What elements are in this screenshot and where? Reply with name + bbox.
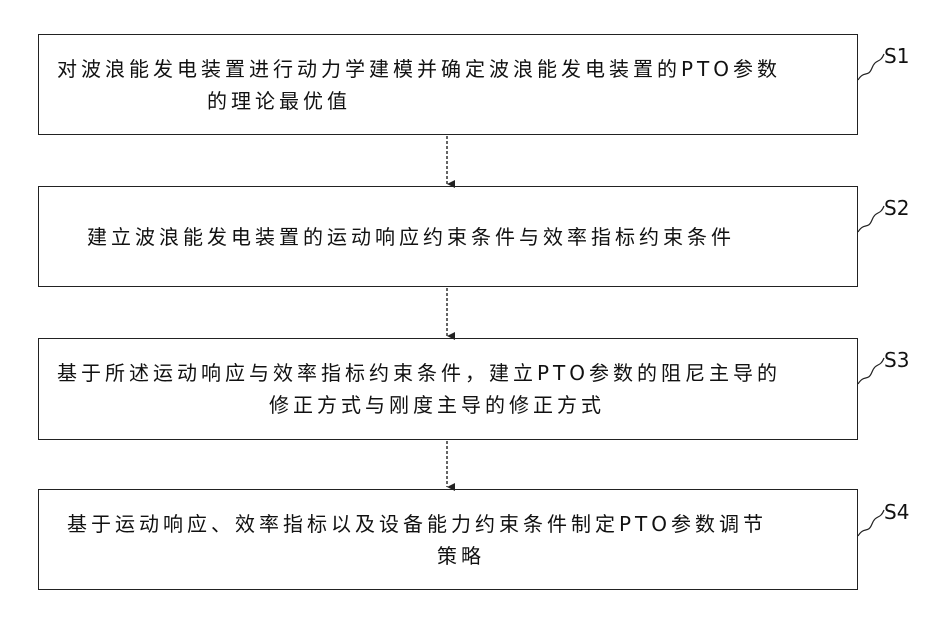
step-s1-text-line2: 的理论最优值 [0, 85, 930, 117]
step-box-s4: 基于运动响应、效率指标以及设备能力约束条件制定PTO参数调节 策略 [38, 489, 858, 590]
step-label-s3: S3 [884, 348, 909, 372]
step-box-s1: 对波浪能发电装置进行动力学建模并确定波浪能发电装置的PTO参数 的理论最优值 [38, 34, 858, 135]
leader-line-s4 [858, 510, 884, 536]
step-box-s2: 建立波浪能发电装置的运动响应约束条件与效率指标约束条件 [38, 186, 858, 287]
leader-line-s1 [858, 54, 884, 80]
step-s2-text-line1: 建立波浪能发电装置的运动响应约束条件与效率指标约束条件 [57, 221, 735, 253]
leader-line-s3 [858, 358, 884, 384]
step-s1-text-line1: 对波浪能发电装置进行动力学建模并确定波浪能发电装置的PTO参数 [57, 53, 781, 85]
step-label-s4: S4 [884, 500, 909, 524]
step-s3-text-line2: 修正方式与刚度主导的修正方式 [57, 389, 605, 421]
leader-line-s2 [858, 206, 884, 232]
step-box-s3: 基于所述运动响应与效率指标约束条件，建立PTO参数的阻尼主导的 修正方式与刚度主… [38, 338, 858, 440]
step-s4-text-line1: 基于运动响应、效率指标以及设备能力约束条件制定PTO参数调节 [57, 508, 767, 540]
step-label-s1: S1 [884, 44, 909, 68]
step-label-s2: S2 [884, 196, 909, 220]
step-s3-text-line1: 基于所述运动响应与效率指标约束条件，建立PTO参数的阻尼主导的 [57, 357, 781, 389]
step-s4-text-line2: 策略 [57, 540, 485, 572]
